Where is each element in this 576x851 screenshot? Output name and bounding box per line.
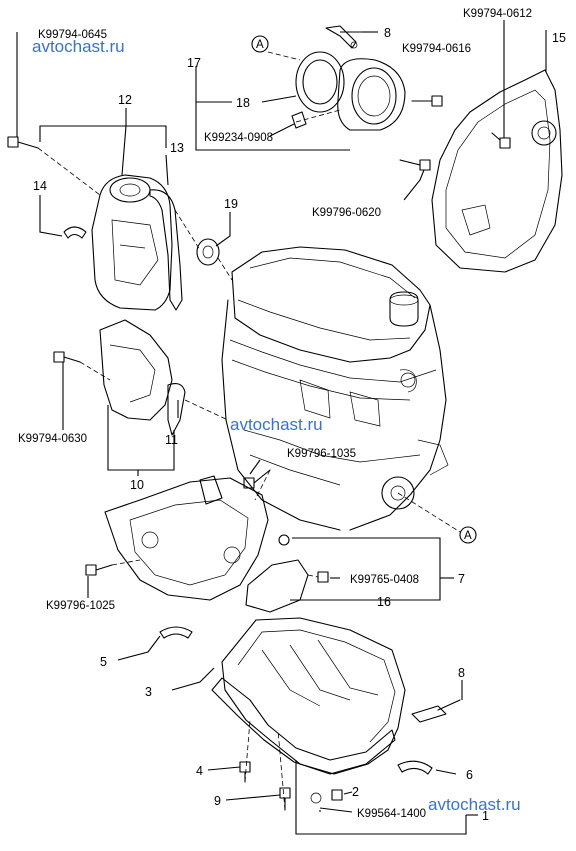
reference-marker-top: A: [251, 35, 269, 53]
part-number-label: K99796-1025: [46, 600, 115, 612]
callout-number: 9: [214, 794, 221, 808]
watermark: avtochast.ru: [428, 795, 521, 814]
timing-cover-assembly: [7, 136, 183, 311]
marker-label: A: [256, 39, 264, 51]
callout-number: 8: [384, 26, 391, 40]
lower-block: [85, 469, 329, 613]
marker-label: A: [464, 530, 472, 542]
callout-number: 12: [118, 93, 132, 107]
callout-number: 3: [145, 685, 152, 699]
end-plate: [431, 69, 563, 273]
oil-seal: [196, 238, 220, 266]
callout-number: 14: [33, 179, 47, 193]
part-number-label: K99234-0908: [204, 132, 273, 144]
callout-number: 6: [466, 768, 473, 782]
part-number-label: K99564-1400: [357, 808, 426, 820]
assembly-lines: [37, 51, 461, 811]
part-number-label: K99794-0645: [38, 29, 107, 41]
callout-number: 13: [170, 141, 184, 155]
callout-number: 7: [458, 572, 465, 586]
callout-number: 17: [187, 56, 201, 70]
callout-number: 19: [224, 197, 238, 211]
rear-seal-housing: [291, 25, 443, 171]
part-number-label: K99794-0612: [463, 8, 532, 20]
callout-number: 1: [482, 809, 489, 823]
part-number-label: K99794-0616: [402, 43, 471, 55]
engine-block: [221, 246, 449, 531]
callout-number: 4: [196, 764, 203, 778]
callout-number: 11: [165, 433, 178, 447]
lower-timing-cover: [53, 319, 186, 436]
callout-number: 8: [458, 666, 465, 680]
callout-number: 16: [377, 595, 391, 609]
leader-lines: [16, 20, 547, 835]
callout-number: 15: [552, 31, 566, 45]
reference-marker-bottom: A: [459, 526, 477, 544]
part-number-label: K99765-0408: [350, 574, 419, 586]
watermark: avtochast.ru: [230, 415, 323, 434]
part-number-label: K99796-0620: [312, 207, 381, 219]
callout-number: 18: [236, 96, 250, 110]
callout-number: 10: [130, 478, 144, 492]
part-number-label: K99796-1035: [287, 448, 356, 460]
watermark: avtochast.ru: [32, 37, 125, 56]
callout-number: 5: [100, 655, 107, 669]
part-number-label: K99794-0630: [18, 433, 87, 445]
oil-pan: [159, 617, 461, 811]
callout-number: 2: [352, 785, 359, 799]
